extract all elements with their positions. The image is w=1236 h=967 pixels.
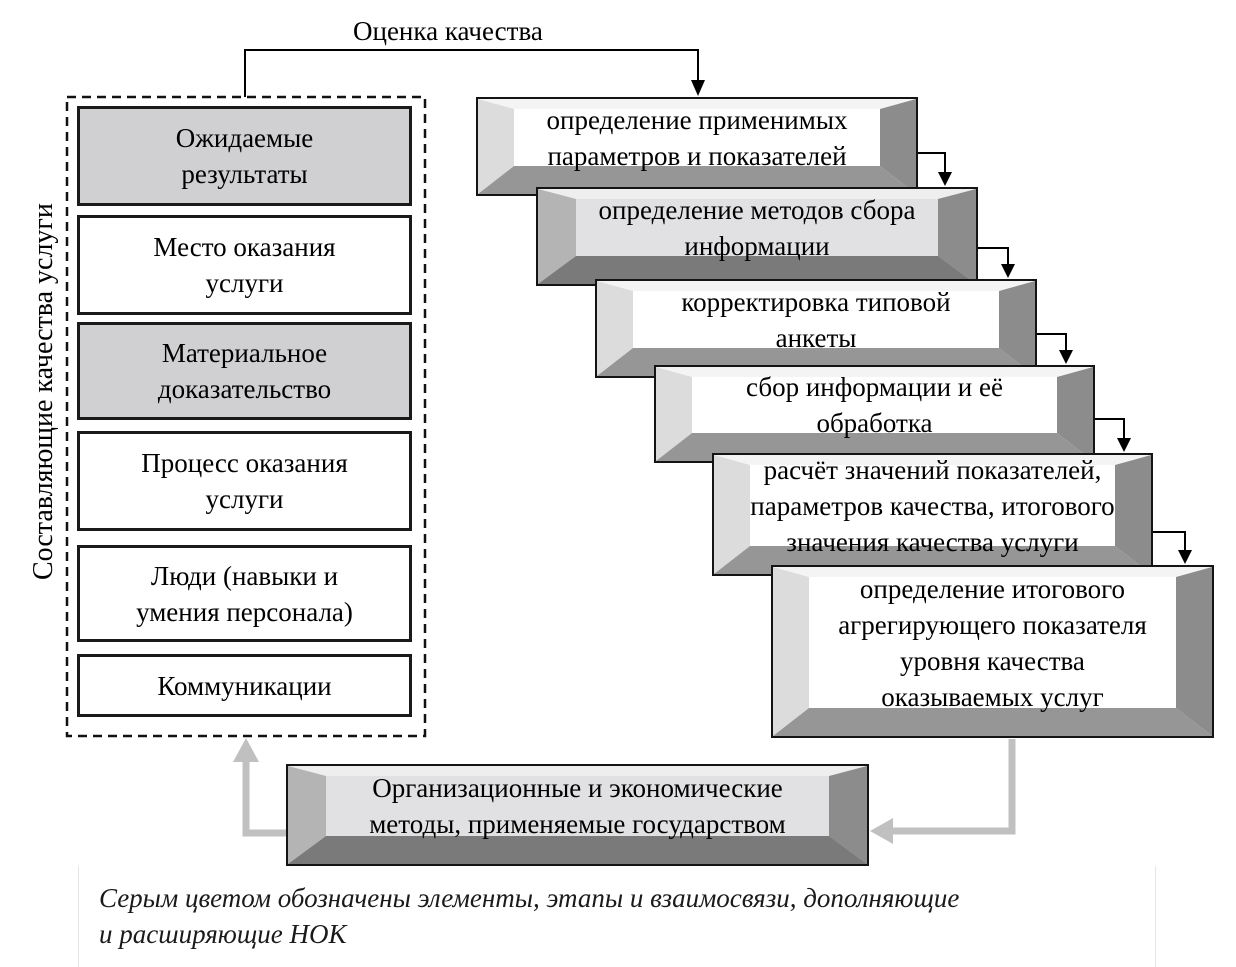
box-text-line: анкеты	[775, 322, 857, 353]
box-text-line: значения качества услуги	[786, 526, 1079, 557]
component-label-line: услуги	[205, 268, 284, 298]
box-text: расчёт значений показателей, параметров к…	[750, 455, 1115, 557]
step-box-3: корректировка типовой анкеты	[595, 279, 1037, 378]
bevel-top	[538, 189, 976, 199]
bevel-top	[288, 766, 867, 776]
quality-assessment-label: Оценка качества	[353, 16, 543, 46]
box-text-line: уровня качества	[900, 645, 1085, 676]
component-expected-results: Ожидаемые результаты	[77, 106, 412, 206]
bevel-right	[1115, 455, 1151, 574]
components-vertical-label: Составляющие качества услуги	[28, 203, 59, 580]
bevel-left	[714, 455, 750, 574]
box-text-line: определение применимых	[546, 104, 848, 135]
arrow-down-icon	[1001, 264, 1015, 278]
components-container	[65, 95, 427, 738]
component-label-line: Ожидаемые	[175, 123, 314, 153]
component-label-line: доказательство	[157, 374, 332, 404]
box-text-line: определение методов сбора	[598, 194, 916, 225]
bevel-top	[597, 281, 1035, 291]
bevel-left	[773, 567, 809, 736]
arrow-down-icon	[1117, 438, 1131, 452]
bevel-bottom	[538, 256, 976, 284]
box-text: корректировка типовой анкеты	[633, 287, 999, 353]
bevel-left	[538, 189, 576, 284]
bevel-top	[773, 567, 1212, 577]
step-connector-3-4	[1036, 333, 1073, 364]
box-text-line: параметров и показателей	[547, 140, 847, 171]
component-label-line: результаты	[181, 159, 308, 189]
feedback-arrow-to-state-methods	[870, 739, 1016, 844]
arrow-down-icon	[1059, 350, 1073, 364]
component-communications: Коммуникации	[77, 654, 412, 717]
arrow-down-icon	[691, 80, 705, 96]
bevel-bottom	[288, 836, 867, 864]
step-box-6: определение итогового агрегирующего показ…	[771, 565, 1214, 738]
bevel-bottom	[773, 708, 1212, 736]
step-box-1: определение применимых параметров и показ…	[476, 97, 918, 196]
arrow-down-icon	[1178, 550, 1192, 564]
box-text: сбор информации и её обработка	[692, 372, 1057, 438]
step-connector-2-3	[977, 247, 1015, 278]
bevel-right	[1176, 567, 1212, 736]
box-text-line: определение итогового	[859, 573, 1126, 604]
bevel-top	[656, 367, 1093, 377]
bevel-left	[288, 766, 326, 864]
component-service-location: Место оказания услуги	[77, 215, 412, 315]
step-box-4: сбор информации и её обработка	[654, 365, 1095, 463]
arrow-down-icon	[938, 172, 952, 186]
component-label-line: услуги	[205, 484, 284, 514]
box-text: определение итогового агрегирующего показ…	[809, 574, 1176, 712]
feedback-arrow-to-components	[233, 738, 290, 837]
quality-assessment-connector	[244, 49, 705, 97]
bevel-right	[1057, 367, 1093, 461]
component-people: Люди (навыки и умения персонала)	[77, 545, 412, 642]
component-label-line: Коммуникации	[157, 670, 332, 701]
state-methods-box: Организационные и экономические методы, п…	[286, 764, 869, 866]
box-text: определение применимых параметров и показ…	[514, 105, 880, 171]
step-connectors	[917, 152, 1192, 564]
step-connector-4-5	[1094, 418, 1131, 452]
caption-line-1: Серым цветом обозначены элементы, этапы …	[99, 883, 960, 913]
box-text: определение методов сбора информации	[576, 195, 938, 261]
step-connector-5-6	[1152, 531, 1192, 564]
arrow-up-icon	[233, 738, 259, 762]
bevel-right	[938, 189, 976, 284]
bevel-right	[999, 281, 1035, 376]
box-text-line: расчёт значений показателей,	[763, 454, 1102, 485]
arrow-left-icon	[870, 818, 893, 844]
bevel-right	[880, 99, 916, 194]
component-label-line: Люди (навыки и	[150, 560, 339, 591]
step-box-5: расчёт значений показателей, параметров к…	[712, 453, 1153, 576]
component-label-line: умения персонала)	[136, 596, 353, 627]
bevel-top	[478, 99, 916, 109]
bevel-right	[829, 766, 867, 864]
bevel-top	[714, 455, 1151, 465]
step-connector-1-2	[917, 152, 952, 186]
box-text-line: Организационные и экономические	[372, 773, 783, 803]
box-text-line: агрегирующего показателя	[838, 609, 1147, 640]
box-text-line: информации	[684, 230, 830, 261]
bevel-left	[478, 99, 514, 194]
caption-text: Серым цветом обозначены элементы, этапы …	[99, 880, 1139, 952]
component-label-line: Место оказания	[153, 232, 336, 262]
box-text: Организационные и экономические методы, п…	[326, 773, 829, 839]
step-box-2: определение методов сбора информации	[536, 187, 978, 286]
component-service-process: Процесс оказания услуги	[77, 431, 412, 531]
box-text-line: методы, применяемые государством	[369, 809, 786, 839]
box-text-line: обработка	[816, 408, 933, 438]
component-label-line: Процесс оказания	[141, 448, 348, 478]
box-text-line: оказываемых услуг	[881, 681, 1104, 712]
box-text-line: сбор информации и её	[746, 372, 1003, 402]
caption-panel: Серым цветом обозначены элементы, этапы …	[78, 866, 1156, 967]
caption-line-2: и расширяющие НОК	[99, 919, 347, 949]
box-text-line: параметров качества, итогового	[750, 490, 1115, 521]
box-text-line: корректировка типовой	[681, 286, 951, 317]
component-label-line: Материальное	[161, 338, 328, 368]
bevel-left	[597, 281, 633, 376]
component-material-evidence: Материальное доказательство	[77, 322, 412, 420]
bevel-left	[656, 367, 692, 461]
